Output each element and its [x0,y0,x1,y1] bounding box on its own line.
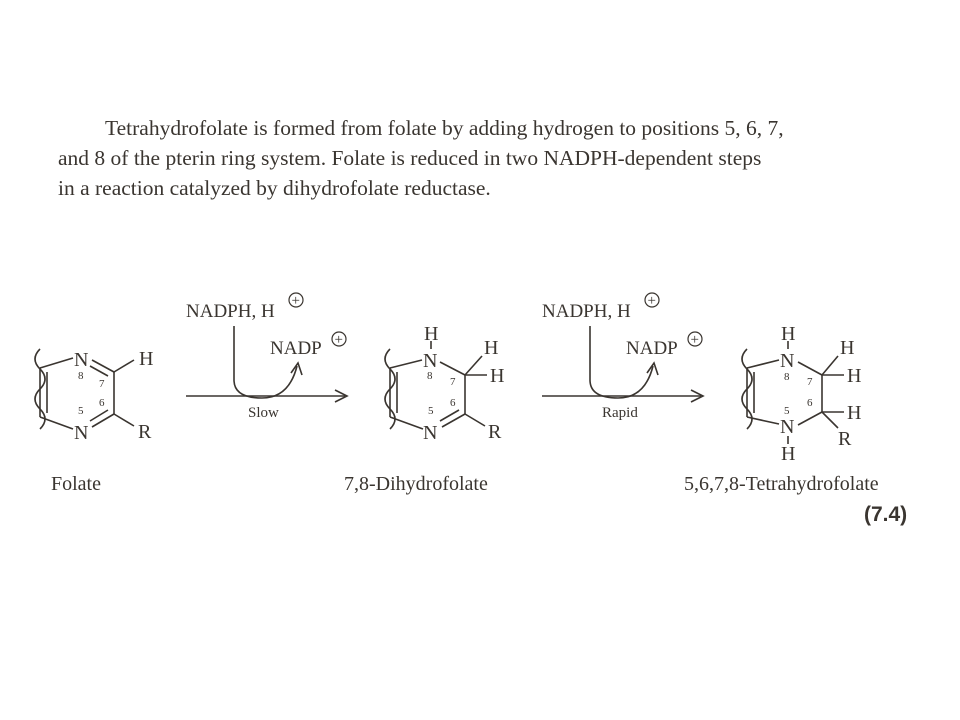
dhf-bond-c6-n5 [441,413,466,428]
step1-nadp: NADP [270,338,322,359]
thf-atom-n5: N [780,416,794,438]
thf-bond-n5-c4a [746,416,780,425]
equation-number: (7.4) [864,503,907,526]
folate-bond-c6-n5 [91,413,115,428]
paragraph-line-2: and 8 of the pterin ring system. Folate … [58,146,762,170]
tetrahydrofolate-label: 5,6,7,8-Tetrahydrofolate [684,473,879,495]
step2-nadp-charge: + [691,332,699,348]
folate-label: Folate [51,473,101,495]
dhf-bond-c6-n5-double [439,409,460,422]
thf-atom-h-top: H [840,337,854,359]
step1-nadph: NADPH, H [186,301,275,322]
dihydrofolate-label: 7,8-Dihydrofolate [344,473,488,495]
thf-pos-8: 8 [784,371,790,383]
tetrahydrofolate-structure: H N N H H H H R 8 7 6 5 [741,323,861,465]
dihydrofolate-structure: H N N H H R 8 7 6 5 [384,323,504,444]
thf-atom-h-n5: H [781,443,795,465]
thf-atom-h-c6: H [847,402,861,424]
step1-rate: Slow [248,405,279,421]
paragraph-line-1: Tetrahydrofolate is formed from folate b… [105,116,784,140]
folate-atom-h: H [139,348,153,370]
folate-bond-c7-h [113,359,135,373]
folate-atom-n5: N [74,422,88,444]
dhf-bond-c8a-n8 [389,359,423,369]
folate-atom-r: R [138,421,152,443]
folate-bond-n8-c7 [91,359,115,373]
intro-paragraph: Tetrahydrofolate is formed from folate b… [58,113,928,203]
step1-arrow-group: NADPH, H + NADP + Slow [186,292,349,421]
step2-arrow-group: NADPH, H + NADP + Rapid [542,292,705,421]
step2-nadph-charge: + [648,293,656,309]
folate-pos-5: 5 [78,405,84,417]
folate-pos-6: 6 [99,397,105,409]
folate-pos-7: 7 [99,378,105,390]
dhf-bond-n8-c7 [439,361,466,376]
step2-nadph-charge-circle [644,292,660,308]
thf-bond-n8-c7 [797,361,823,376]
thf-atom-n8: N [780,350,794,372]
step2-curved-arrowhead [646,361,659,376]
thf-bond-c6-n5 [797,411,823,426]
dhf-atom-r: R [488,421,502,443]
dhf-pos-8: 8 [427,370,433,382]
step1-curved-arrow [233,326,298,399]
dhf-pos-5: 5 [428,405,434,417]
dhf-bond-c6-r [464,413,486,427]
step1-main-arrowhead [334,389,349,403]
thf-bond-c7-h-top [821,355,839,376]
step1-nadph-charge-circle [288,292,304,308]
folate-bond-c6-n5-double [89,409,109,422]
step2-curved-arrow [589,326,654,399]
thf-pos-5: 5 [784,405,790,417]
step1-nadp-charge-circle [331,331,347,347]
dhf-atom-h-side: H [490,365,504,387]
dhf-pos-7: 7 [450,376,456,388]
dhf-atom-n5: N [423,422,437,444]
thf-bond-c6-r [821,411,839,429]
folate-bond-n8-c7-double [89,365,109,377]
step1-nadp-charge: + [335,332,343,348]
folate-structure: N N H R 8 7 6 5 [34,348,153,444]
thf-bond-c8a-n8 [746,359,780,369]
thf-atom-r: R [838,428,852,450]
step2-nadp-charge-circle [687,331,703,347]
thf-pos-6: 6 [807,397,813,409]
paragraph-line-3: in a reaction catalyzed by dihydrofolate… [58,176,491,200]
folate-bond-n5-c4a [39,416,74,430]
dhf-atom-n8: N [423,350,437,372]
dhf-bond-n5-c4a [389,416,424,430]
step2-main-arrowhead [690,389,705,403]
folate-bond-c8a-n8 [39,357,74,369]
step1-nadph-charge: + [292,293,300,309]
thf-atom-h-c7: H [847,365,861,387]
step2-nadp: NADP [626,338,678,359]
step2-rate: Rapid [602,405,638,421]
folate-pos-8: 8 [78,370,84,382]
dhf-pos-6: 6 [450,397,456,409]
folate-bond-c6-r [113,413,135,427]
step1-curved-arrowhead [290,361,303,376]
dhf-atom-h-top: H [484,337,498,359]
step2-nadph: NADPH, H [542,301,631,322]
folate-atom-n8: N [74,349,88,371]
thf-pos-7: 7 [807,376,813,388]
thf-atom-h-n8: H [781,323,795,345]
dhf-bond-c7-h-top [464,355,483,376]
dhf-atom-h-n8: H [424,323,438,345]
